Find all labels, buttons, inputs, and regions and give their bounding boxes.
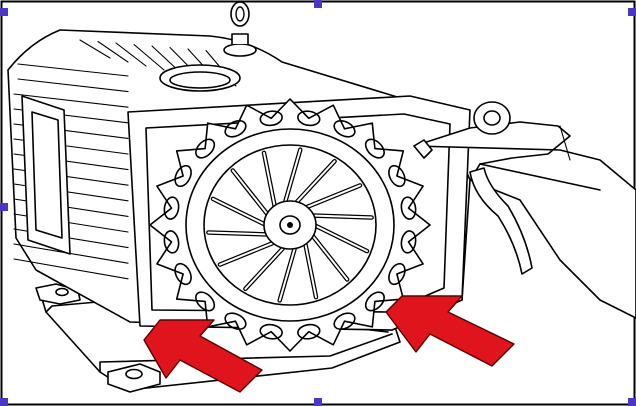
edge-marker — [0, 398, 8, 406]
fan-slot — [364, 138, 385, 159]
fan-blade-highlight — [310, 214, 373, 219]
fan-slot — [259, 323, 283, 340]
fan-blade-highlight — [310, 233, 349, 281]
fan-slot — [259, 110, 283, 127]
cooling-fin — [13, 93, 129, 108]
fan-blade-highlight — [212, 197, 267, 226]
fan-blade-highlight — [304, 241, 317, 299]
fan-blade-highlight — [313, 224, 368, 253]
fan-slot — [163, 230, 180, 254]
fan-slot — [195, 138, 216, 159]
fan-slot — [224, 312, 247, 330]
fan-blade-highlight — [278, 245, 297, 302]
edge-marker — [314, 0, 322, 8]
cooling-fin — [17, 63, 129, 77]
top-fin — [115, 42, 147, 67]
fan-blade-highlight — [207, 231, 270, 236]
fan-slot — [388, 164, 406, 188]
top-fin — [133, 43, 165, 71]
fan-slot — [400, 196, 417, 220]
fan-slot — [174, 262, 192, 286]
fan-slot — [297, 323, 321, 340]
fan-slot — [333, 120, 356, 138]
edge-marker — [628, 398, 636, 406]
fan-blade-highlight — [294, 160, 336, 205]
fan-slot — [163, 196, 180, 220]
fan-slot — [297, 110, 321, 127]
fan-hub-center — [287, 222, 293, 228]
fan-slot — [174, 164, 192, 188]
fan-slot — [388, 262, 406, 286]
cooling-fin — [13, 243, 129, 264]
edge-marker — [628, 8, 636, 16]
fan-blade-highlight — [283, 148, 302, 205]
edge-marker — [0, 8, 8, 16]
fan-blade-highlight — [231, 169, 270, 217]
lifting-eye-icon — [223, 1, 257, 57]
fan-slot — [364, 291, 385, 312]
fan-slot — [400, 230, 417, 254]
airflow-arrows — [143, 295, 515, 393]
fan-slot — [333, 312, 356, 330]
cooling-fin — [17, 78, 129, 93]
fan-blade-highlight — [304, 184, 361, 209]
fan-slot — [195, 291, 216, 312]
airflow-arrow-icon — [143, 319, 263, 393]
cooling-fin — [13, 258, 129, 280]
edge-marker — [314, 398, 322, 406]
air-blow-gun-icon — [413, 101, 636, 319]
cooling-fan — [149, 98, 431, 352]
fan-blade-highlight — [263, 151, 276, 209]
top-fin — [79, 39, 111, 59]
edge-marker — [0, 203, 8, 211]
fan-blade-highlight — [219, 241, 276, 266]
top-fin — [97, 40, 129, 63]
fan-blade-highlight — [244, 245, 286, 290]
fan-slot — [224, 120, 247, 138]
airflow-arrow-icon — [385, 295, 515, 367]
